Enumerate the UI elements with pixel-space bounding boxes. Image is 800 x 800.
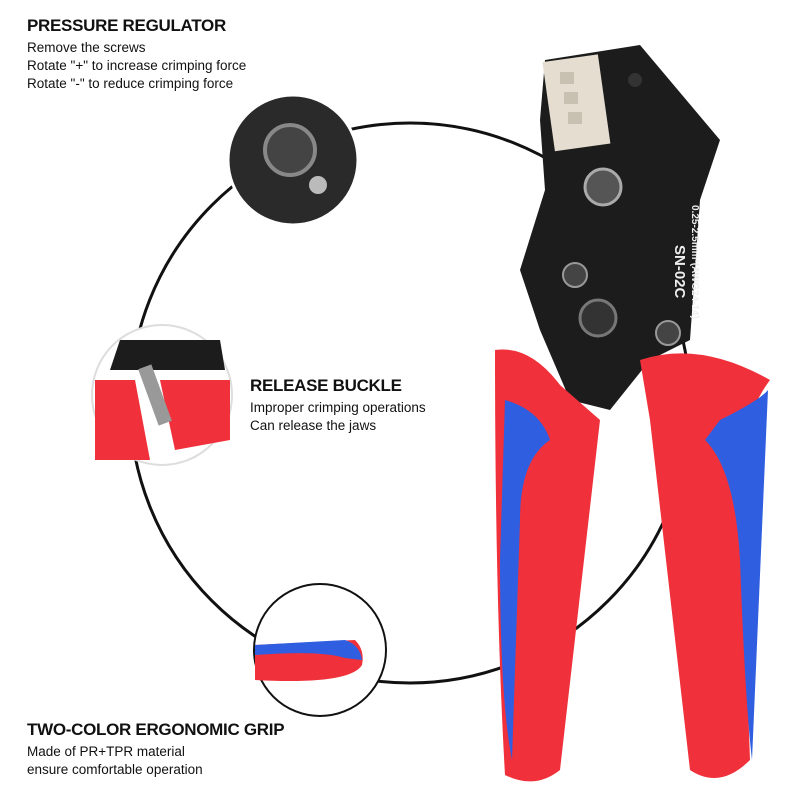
feature-line: Rotate "-" to reduce crimping force [27, 76, 234, 91]
feature-line: ensure comfortable operation [27, 762, 203, 777]
feature-release-buckle: RELEASE BUCKLE Improper crimping operati… [250, 376, 426, 435]
range-engraving: 0.25-2.5mm²(AWG24-14) [689, 205, 700, 319]
model-engraving: SN-02C [671, 245, 688, 299]
inset-regulator [226, 93, 360, 227]
feature-ergonomic-grip: TWO-COLOR ERGONOMIC GRIP Made of PR+TPR … [27, 720, 285, 779]
crimping-pliers [495, 45, 770, 782]
inset-grip [253, 583, 387, 717]
feature-line: Improper crimping operations [250, 400, 426, 415]
feature-line: Made of PR+TPR material [27, 744, 185, 759]
feature-title: TWO-COLOR ERGONOMIC GRIP [27, 720, 285, 739]
feature-title: PRESSURE REGULATOR [27, 16, 226, 35]
feature-line: Remove the screws [27, 40, 146, 55]
feature-pressure-regulator: PRESSURE REGULATOR Remove the screws Rot… [27, 16, 246, 93]
feature-line: Rotate "+" to increase crimping force [27, 58, 247, 73]
inset-release-buckle [91, 324, 233, 466]
feature-title: RELEASE BUCKLE [250, 376, 402, 395]
feature-line: Can release the jaws [250, 418, 377, 433]
pressure-regulator [578, 298, 618, 338]
